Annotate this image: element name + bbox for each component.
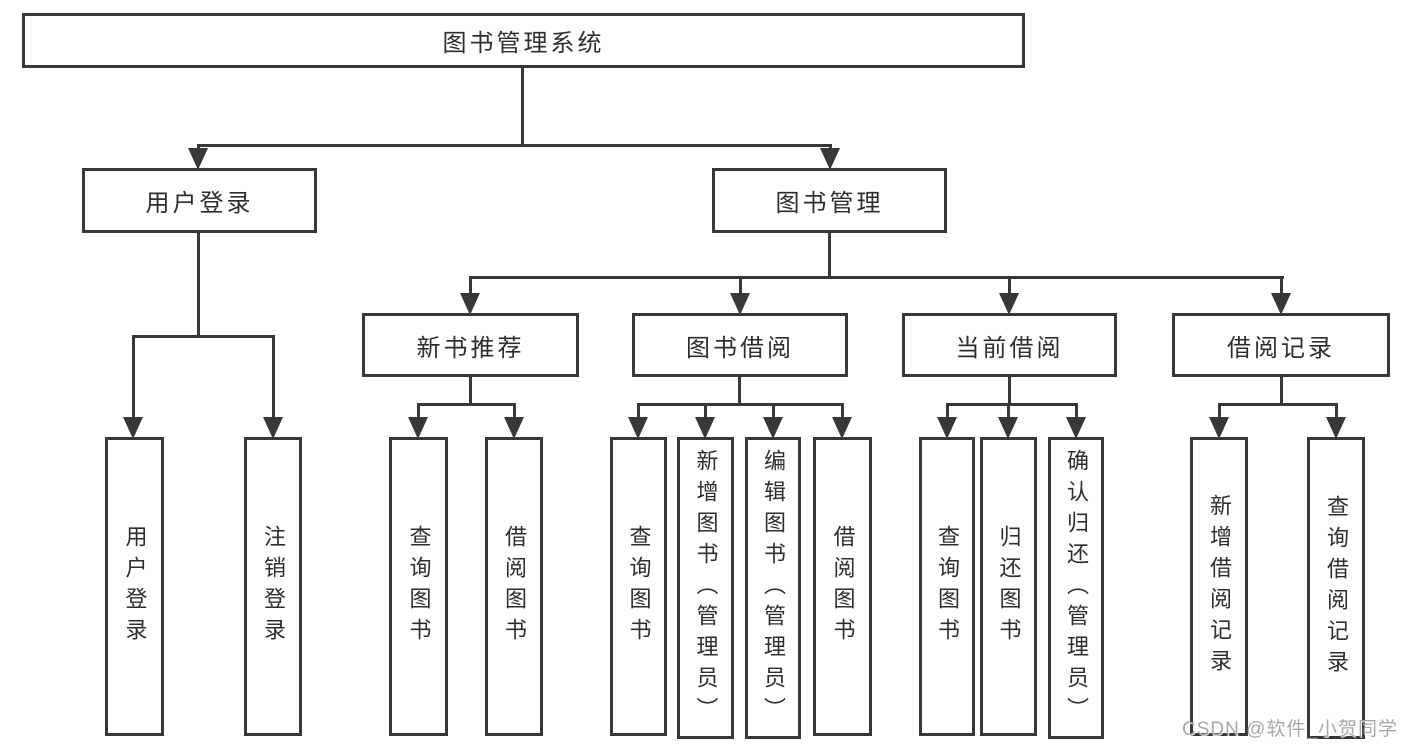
- leaf-recommend-borrow-book: 借阅图书: [485, 437, 543, 736]
- connector-arrowhead: [998, 417, 1018, 439]
- connector-line: [1334, 406, 1338, 420]
- connector-arrowhead: [1271, 293, 1291, 315]
- connector-line: [131, 338, 135, 420]
- connector-line: [828, 233, 831, 279]
- connector-arrowhead: [1066, 417, 1086, 439]
- leaf-recommend-borrow-book-label: 借阅图书: [502, 524, 527, 649]
- connector-line: [1279, 279, 1283, 296]
- connector-arrowhead: [123, 417, 143, 439]
- node-current-borrow: 当前借阅: [902, 313, 1117, 377]
- connector-arrowhead: [832, 417, 852, 439]
- connector-line: [945, 406, 949, 420]
- connector-line: [1218, 403, 1338, 406]
- leaf-recommend-query-book: 查询图书: [389, 437, 448, 736]
- csdn-watermark: CSDN @软件_小贺同学: [1182, 719, 1398, 740]
- connector-line: [1280, 377, 1283, 405]
- leaf-user-login-label: 用户登录: [122, 524, 148, 649]
- node-book-borrow-label: 图书借阅: [686, 334, 794, 362]
- connector-line: [512, 406, 516, 420]
- connector-line: [416, 406, 420, 420]
- leaf-borrow-borrow-book-label: 借阅图书: [830, 524, 856, 649]
- leaf-borrow-add-book-admin-label: 新增图书（管理员）: [693, 448, 719, 728]
- connector-arrowhead: [263, 417, 283, 439]
- node-user-login-label: 用户登录: [145, 190, 254, 217]
- leaf-current-return-book: 归还图书: [980, 437, 1037, 736]
- leaf-logout: 注销登录: [244, 437, 302, 736]
- connector-arrowhead: [504, 417, 524, 439]
- connector-arrowhead: [999, 293, 1019, 315]
- connector-line: [197, 144, 832, 147]
- connector-line: [946, 403, 1078, 406]
- connector-arrowhead: [628, 417, 648, 439]
- connector-arrowhead: [188, 148, 208, 170]
- connector-line: [521, 68, 524, 147]
- node-book-borrow: 图书借阅: [632, 313, 848, 377]
- node-root: 图书管理系统: [22, 13, 1025, 68]
- connector-line: [417, 403, 516, 406]
- leaf-recommend-query-book-label: 查询图书: [406, 524, 432, 649]
- leaf-user-login: 用户登录: [105, 437, 164, 736]
- node-root-label: 图书管理系统: [442, 30, 605, 57]
- leaf-record-query-borrow-record-label: 查询借阅记录: [1324, 495, 1349, 681]
- connector-line: [1006, 406, 1010, 420]
- leaf-current-query-book-label: 查询图书: [935, 524, 960, 649]
- connector-arrowhead: [820, 148, 840, 170]
- leaf-borrow-edit-book-admin-label: 编辑图书（管理员）: [761, 448, 786, 728]
- connector-arrowhead: [730, 293, 750, 315]
- node-new-book-recommend-label: 新书推荐: [416, 334, 525, 362]
- leaf-borrow-add-book-admin: 新增图书（管理员）: [677, 437, 734, 739]
- leaf-borrow-query-book: 查询图书: [610, 437, 667, 736]
- leaf-current-confirm-return-admin: 确认归还（管理员）: [1048, 437, 1104, 739]
- connector-arrowhead: [695, 417, 715, 439]
- connector-line: [1007, 279, 1011, 296]
- connector-line: [1008, 377, 1011, 405]
- connector-line: [738, 279, 742, 296]
- leaf-record-add-borrow-record-label: 新增借阅记录: [1207, 493, 1232, 680]
- connector-line: [738, 377, 741, 405]
- connector-arrowhead: [460, 293, 480, 315]
- connector-arrowhead: [937, 417, 957, 439]
- connector-line: [132, 335, 275, 338]
- connector-arrowhead: [1326, 417, 1346, 439]
- connector-line: [1074, 406, 1078, 420]
- leaf-borrow-query-book-label: 查询图书: [626, 524, 652, 649]
- connector-line: [271, 338, 275, 420]
- connector-line: [840, 406, 844, 420]
- connector-line: [1217, 406, 1221, 420]
- node-borrow-record-label: 借阅记录: [1227, 334, 1335, 362]
- connector-arrowhead: [763, 417, 783, 439]
- connector-line: [636, 406, 640, 420]
- leaf-record-add-borrow-record: 新增借阅记录: [1190, 437, 1248, 736]
- node-current-borrow-label: 当前借阅: [955, 334, 1064, 362]
- leaf-current-return-book-label: 归还图书: [996, 524, 1022, 649]
- node-new-book-recommend: 新书推荐: [362, 313, 579, 377]
- leaf-logout-label: 注销登录: [261, 524, 286, 649]
- connector-line: [468, 279, 472, 296]
- connector-line: [469, 377, 472, 405]
- node-book-management: 图书管理: [712, 168, 947, 233]
- connector-line: [637, 403, 844, 406]
- connector-line: [703, 406, 707, 420]
- connector-line: [197, 233, 200, 338]
- connector-arrowhead: [1209, 417, 1229, 439]
- leaf-borrow-borrow-book: 借阅图书: [813, 437, 872, 736]
- node-book-management-label: 图书管理: [775, 190, 884, 217]
- leaf-record-query-borrow-record: 查询借阅记录: [1307, 437, 1365, 739]
- connector-line: [469, 276, 1284, 279]
- leaf-borrow-edit-book-admin: 编辑图书（管理员）: [745, 437, 801, 739]
- connector-arrowhead: [408, 417, 428, 439]
- node-borrow-record: 借阅记录: [1172, 313, 1390, 377]
- leaf-current-query-book: 查询图书: [919, 437, 975, 736]
- node-user-login: 用户登录: [82, 168, 317, 233]
- connector-line: [771, 406, 775, 420]
- leaf-current-confirm-return-admin-label: 确认归还（管理员）: [1064, 448, 1089, 728]
